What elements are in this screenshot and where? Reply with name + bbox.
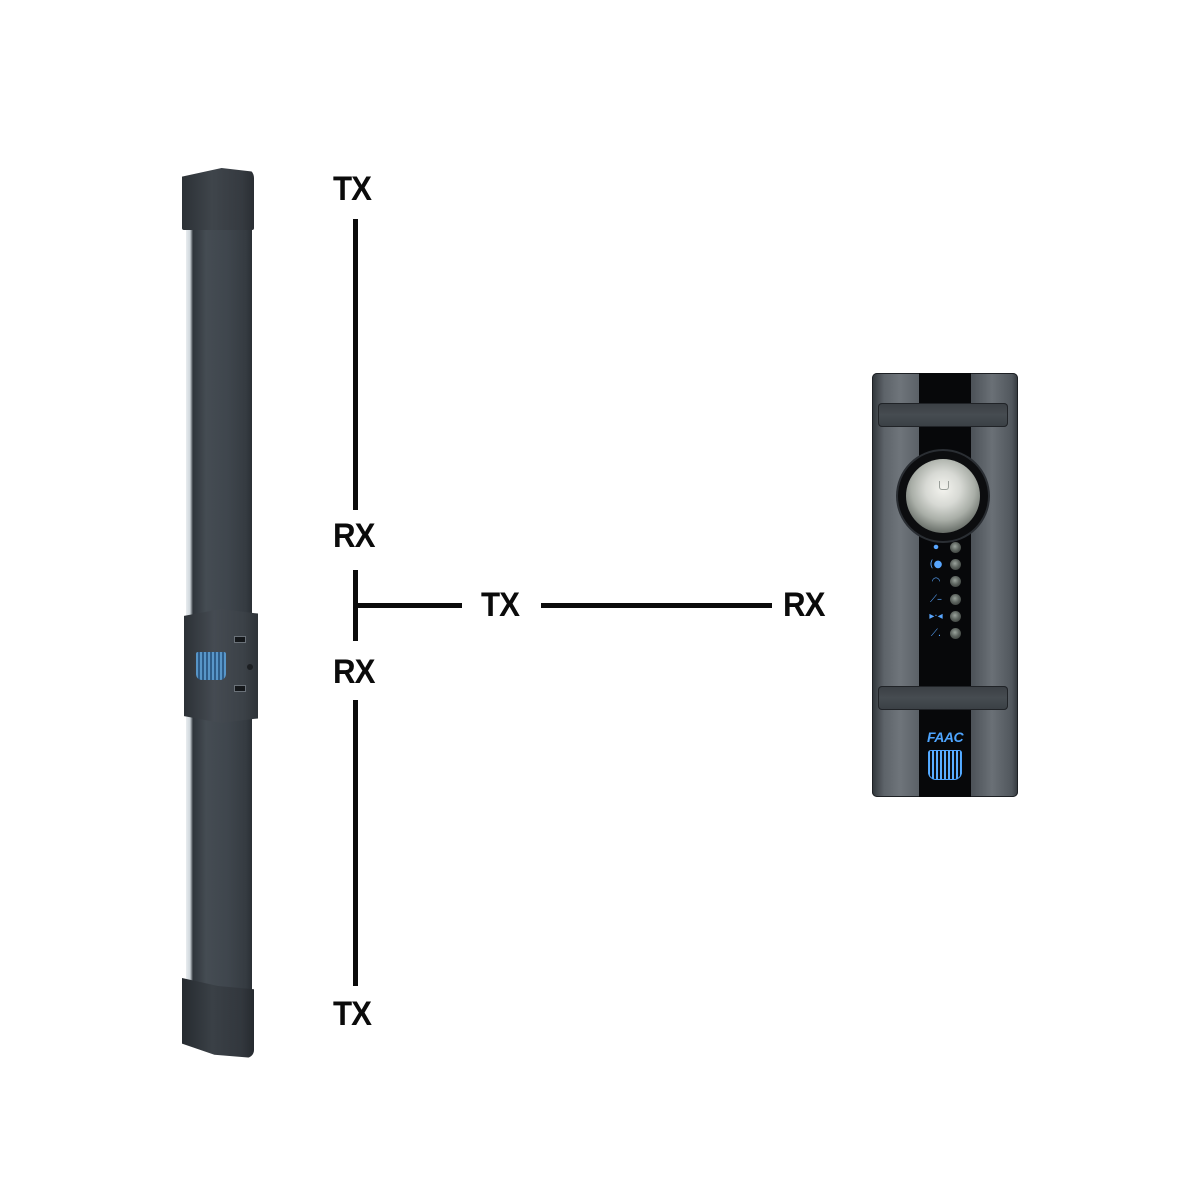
label-middle-tx: TX bbox=[481, 586, 520, 624]
led-indicator bbox=[950, 611, 961, 622]
column-screw-icon bbox=[247, 664, 253, 670]
column-slot-upper bbox=[234, 636, 246, 643]
led-indicator bbox=[950, 576, 961, 587]
led-row: ⟋– bbox=[924, 593, 970, 607]
line-lower-vertical bbox=[353, 700, 358, 986]
column-slot-lower bbox=[234, 685, 246, 692]
contact-closed-icon: ⟋. bbox=[930, 628, 942, 639]
control-unit: ⏺ (● ◠ ⟋– ▸·◂ ⟋. FAAC bbox=[872, 373, 1018, 797]
label-right-rx: RX bbox=[783, 586, 826, 624]
led-row: ⏺ bbox=[924, 541, 970, 555]
beam-icon: ▸·◂ bbox=[929, 611, 943, 622]
lens-icon bbox=[906, 459, 980, 533]
unit-top-pad bbox=[878, 403, 1008, 427]
contact-open-icon: ⟋– bbox=[930, 594, 942, 605]
label-top-tx: TX bbox=[333, 170, 372, 208]
led-indicator bbox=[950, 594, 961, 605]
lens-mark bbox=[939, 481, 949, 490]
column-top-cap bbox=[182, 168, 254, 230]
faac-logo-icon bbox=[928, 750, 962, 780]
signal-up-icon: ◠ bbox=[931, 576, 941, 587]
label-bottom-tx: TX bbox=[333, 995, 372, 1033]
line-left-horizontal bbox=[356, 603, 462, 608]
label-lower-rx: RX bbox=[333, 653, 376, 691]
signal-left-icon: (● bbox=[929, 559, 943, 570]
unit-bottom-pad bbox=[878, 686, 1008, 710]
led-indicator bbox=[950, 559, 961, 570]
faac-logo-icon bbox=[196, 652, 226, 680]
unit-center-strip bbox=[919, 373, 971, 797]
led-indicator bbox=[950, 542, 961, 553]
photocell-column bbox=[180, 168, 262, 1058]
led-row: ▸·◂ bbox=[924, 610, 970, 624]
unit-lens-ring bbox=[898, 451, 988, 541]
led-indicator bbox=[950, 628, 961, 639]
presence-icon: ⏺ bbox=[933, 542, 939, 553]
column-bottom-cap bbox=[182, 978, 254, 1058]
line-upper-vertical bbox=[353, 219, 358, 510]
led-row: ⟋. bbox=[924, 627, 970, 641]
label-upper-rx: RX bbox=[333, 517, 376, 555]
line-middle-vertical bbox=[353, 570, 358, 641]
line-right-horizontal bbox=[541, 603, 772, 608]
brand-name: FAAC bbox=[926, 729, 964, 745]
led-row: (● bbox=[924, 558, 970, 572]
led-row: ◠ bbox=[924, 575, 970, 589]
